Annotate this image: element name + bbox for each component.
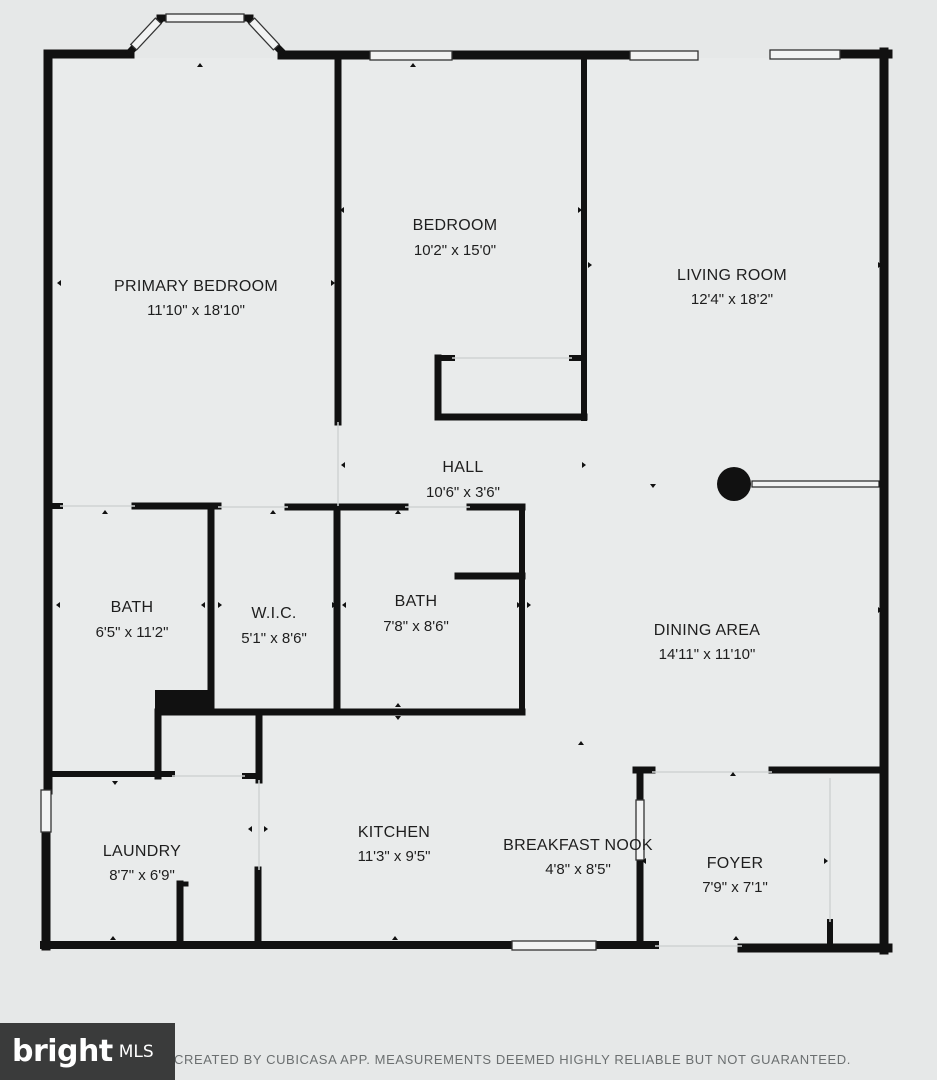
window-foyer [635, 799, 645, 861]
footer-disclaimer: CREATED BY CUBICASA APP. MEASUREMENTS DE… [174, 1052, 851, 1067]
room-dims-hall: 10'6" x 3'6" [426, 484, 500, 501]
window-kitchen [511, 940, 597, 951]
room-dims-foyer: 7'9" x 7'1" [702, 879, 768, 896]
room-name-kitchen: KITCHEN [358, 824, 430, 841]
room-dims-dining-area: 14'11" x 11'10" [659, 646, 756, 663]
room-dims-laundry: 8'7" x 6'9" [109, 867, 175, 884]
room-dims-bath-primary: 6'5" x 11'2" [96, 624, 169, 641]
room-name-living-room: LIVING ROOM [677, 267, 787, 284]
openings [60, 357, 831, 947]
window-bedroom [369, 50, 453, 61]
floor-area [50, 58, 885, 946]
room-name-bedroom: BEDROOM [413, 217, 498, 234]
room-name-dining-area: DINING AREA [654, 622, 760, 639]
window-laundry [40, 789, 52, 833]
room-dims-bedroom: 10'2" x 15'0" [414, 242, 496, 259]
half-wall [751, 480, 880, 488]
room-dims-living-room: 12'4" x 18'2" [691, 291, 773, 308]
bright-mls-logo: bright MLS [0, 1023, 175, 1080]
window-living-right [769, 49, 841, 60]
column [717, 467, 751, 501]
room-name-bath-primary: BATH [111, 599, 154, 616]
wall-bath-corner [155, 690, 211, 712]
room-dims-primary-bedroom: 11'10" x 18'10" [147, 302, 245, 319]
room-labels: PRIMARY BEDROOM 11'10" x 18'10" BEDROOM … [96, 217, 787, 896]
window-bay-right [247, 17, 281, 51]
room-name-primary-bedroom: PRIMARY BEDROOM [114, 278, 278, 295]
logo-word: bright [12, 1034, 113, 1069]
room-dims-kitchen: 11'3" x 9'5" [358, 848, 431, 865]
window-bay-left [129, 17, 163, 51]
logo-suffix: MLS [118, 1041, 154, 1062]
room-dims-wic: 5'1" x 8'6" [241, 630, 307, 647]
room-name-bath-hall: BATH [395, 593, 438, 610]
room-dims-bath-hall: 7'8" x 8'6" [383, 618, 449, 635]
windows [40, 13, 841, 951]
room-name-laundry: LAUNDRY [103, 843, 181, 860]
markers [56, 63, 882, 940]
room-dims-breakfast-nook: 4'8" x 8'5" [545, 861, 611, 878]
room-name-wic: W.I.C. [251, 605, 296, 622]
room-name-hall: HALL [442, 459, 483, 476]
room-name-foyer: FOYER [707, 855, 764, 872]
window-living-left [629, 50, 699, 61]
room-name-breakfast-nook: BREAKFAST NOOK [503, 837, 653, 854]
window-bay-top [165, 13, 245, 23]
